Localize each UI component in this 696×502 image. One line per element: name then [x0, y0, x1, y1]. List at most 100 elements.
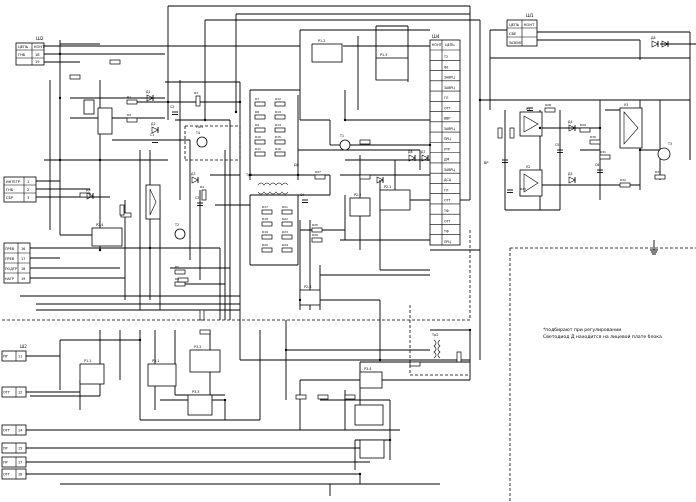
- resistor: [409, 361, 421, 367]
- junction-dot: [98, 158, 102, 162]
- capacitor-label: С5: [555, 143, 559, 147]
- transistor-label: Т2: [174, 223, 179, 227]
- resistor: [199, 309, 205, 321]
- relay-block: [379, 189, 411, 211]
- diode-label: Д6: [408, 150, 413, 154]
- relay-block: [375, 57, 409, 81]
- relay-label: Р1.2: [318, 39, 325, 43]
- junction-dot: [98, 248, 102, 252]
- connector-header: ЦЕПЬ: [509, 23, 520, 27]
- connector-row-label: НАГР: [5, 277, 14, 281]
- connector-row-label: ЗАВРЦ: [444, 76, 455, 80]
- diode: [651, 40, 659, 48]
- diode-label: Д9: [86, 188, 91, 192]
- relay-label: Р1.1: [84, 359, 91, 363]
- resistor: [579, 127, 591, 133]
- ground-icon: [650, 240, 658, 255]
- connector-pin-number: 17: [18, 461, 22, 465]
- diode: [191, 176, 199, 184]
- resistor: [544, 107, 556, 113]
- relay-block: [354, 404, 384, 426]
- transistor-label: Т1: [339, 134, 344, 138]
- chip: [519, 169, 543, 197]
- connector-pin-number: 12: [18, 391, 22, 395]
- connector-pin-number: 14: [18, 429, 22, 433]
- junction-dot: [296, 173, 300, 177]
- resistor: [119, 204, 125, 216]
- resistor: [195, 95, 201, 107]
- connector-row-label: ГЛ: [444, 96, 449, 100]
- junction-dot: [298, 298, 302, 302]
- diode-label: Д5: [568, 172, 573, 176]
- connector-pin-header: КОНТ: [34, 45, 45, 49]
- connector-row-label: ПР: [3, 461, 8, 465]
- resistor-label: R4: [200, 185, 204, 189]
- connector-row-label: ГЛ: [444, 188, 449, 192]
- diode: [86, 192, 94, 200]
- relay-label: Р2.3: [304, 285, 311, 289]
- junction-dot: [538, 126, 542, 130]
- relay-block: [189, 349, 221, 373]
- connector-row-label: ОТТ: [3, 473, 11, 477]
- resistor-label: R26: [312, 233, 318, 237]
- connector-row-label: ПРЦ: [444, 137, 451, 141]
- resistor: [274, 139, 286, 145]
- diode-label: Д3: [191, 172, 196, 176]
- diode-label: Д1: [146, 90, 151, 94]
- junction-dot: [378, 358, 382, 362]
- resistor: [344, 394, 356, 400]
- resistor: [261, 221, 273, 227]
- resistor-label: R17: [262, 205, 268, 209]
- connector-row-label: ЦЕПЬ: [18, 45, 29, 49]
- connector-body: [3, 176, 37, 203]
- resistor: [359, 139, 371, 145]
- resistor-label: R13: [275, 110, 281, 114]
- relay-block: [359, 371, 383, 389]
- resistor: [599, 154, 611, 160]
- connector-pin-number: 18: [18, 473, 22, 477]
- transformer-coil: [257, 191, 289, 195]
- chip-label: У2: [526, 165, 530, 169]
- note-block: *подбирают при регулировании Светодиод Д…: [543, 327, 662, 340]
- resistor-label: R27: [315, 170, 321, 174]
- junction-dot: [343, 118, 347, 122]
- resistor: [281, 247, 293, 253]
- junction-dot: [58, 96, 62, 100]
- connector-row-label: ПР: [3, 355, 8, 359]
- junction-dot: [358, 472, 362, 476]
- resistor: [274, 151, 286, 157]
- resistor: [261, 247, 273, 253]
- resistor-label: R21: [282, 205, 288, 209]
- connector-row-label: ГНБ: [18, 53, 26, 57]
- connector-title: Ш2: [20, 344, 27, 349]
- note-line-1: *подбирают при регулировании: [543, 327, 621, 333]
- resistor: [177, 277, 189, 283]
- resistor-label: R33: [655, 170, 661, 174]
- transformer-coil: [433, 339, 437, 359]
- relay-block: [79, 363, 105, 385]
- resistor: [261, 234, 273, 240]
- connector-pin-number: 19: [21, 277, 25, 281]
- resistor: [274, 127, 286, 133]
- resistor-label: R24: [282, 243, 288, 247]
- resistor: [254, 127, 266, 133]
- connector-row-label: ДМ: [444, 158, 449, 162]
- opamp-symbol: [149, 188, 157, 216]
- relay-label: Р2.2: [354, 193, 361, 197]
- resistor: [359, 174, 371, 180]
- resistor: [314, 174, 326, 180]
- relay-block: [299, 289, 321, 306]
- capacitor-label: С1: [150, 133, 154, 137]
- relay-block: [91, 227, 123, 247]
- diode: [421, 154, 429, 162]
- junction-dot: [148, 246, 152, 250]
- diode: [568, 176, 576, 184]
- opamp-symbol: [523, 115, 539, 133]
- capacitor-label: С3: [195, 196, 199, 200]
- connector-row-label: ОТТ: [444, 219, 450, 223]
- resistor-label: R16: [275, 147, 281, 151]
- resistor-label: R10: [255, 135, 261, 139]
- resistor: [497, 127, 503, 139]
